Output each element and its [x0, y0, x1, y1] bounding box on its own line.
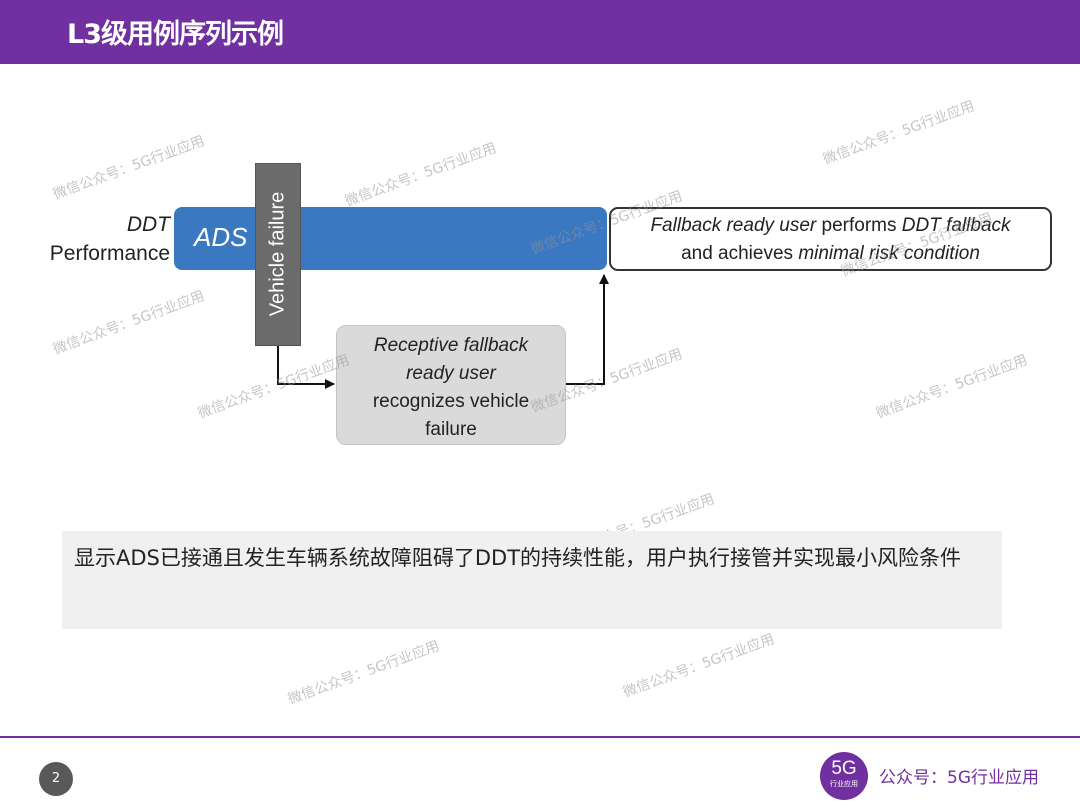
page-number: 2	[39, 762, 73, 796]
watermark: 微信公众号：5G行业应用	[51, 133, 207, 203]
vehicle-failure-label: Vehicle failure	[266, 191, 289, 317]
ads-label: ADS	[194, 222, 248, 252]
fallback-text-part1: Fallback ready user	[650, 215, 817, 236]
fallback-text-part5: minimal risk condition	[798, 243, 980, 264]
receptive-line-1: Receptive fallback	[373, 335, 529, 356]
fallback-line-2: and achieves minimal risk condition	[611, 240, 1050, 268]
receptive-line-2: ready user	[406, 363, 496, 384]
logo-main-text: 5G	[831, 758, 857, 779]
ads-bar	[174, 207, 607, 270]
logo-sub-text: 行业应用	[830, 780, 858, 788]
watermark: 微信公众号：5G行业应用	[343, 140, 499, 210]
arrow-receptive-to-fallback	[566, 274, 609, 385]
fallback-text-part4: and achieves	[681, 243, 799, 264]
receptive-line-3: recognizes vehicle	[372, 391, 530, 412]
vehicle-failure-box	[255, 163, 301, 346]
fallback-text-part3: DDT fallback	[901, 215, 1011, 236]
watermark: 微信公众号：5G行业应用	[874, 352, 1030, 422]
watermark: 微信公众号：5G行业应用	[621, 631, 777, 701]
caption-text: 显示ADS已接通且发生车辆系统故障阻碍了DDT的持续性能，用户执行接管并实现最小…	[74, 546, 962, 570]
fallback-box: Fallback ready user performs DDT fallbac…	[609, 207, 1052, 271]
ddt-label-line1: DDT	[126, 213, 170, 236]
receptive-line-4: failure	[425, 419, 477, 440]
ddt-label-line2: Performance	[49, 242, 170, 265]
header-bar: L3级用例序列示例	[0, 0, 1080, 64]
5g-logo-icon: 5G 行业应用	[820, 752, 868, 800]
footer-divider	[0, 736, 1080, 738]
receptive-fallback-box: Receptive fallback ready user recognizes…	[336, 325, 566, 445]
footer-account-text: 公众号：5G行业应用	[879, 768, 1039, 788]
fallback-line-1: Fallback ready user performs DDT fallbac…	[611, 212, 1050, 240]
watermark: 微信公众号：5G行业应用	[286, 638, 442, 708]
fallback-text-part2: performs	[816, 215, 902, 236]
watermark: 微信公众号：5G行业应用	[51, 288, 207, 358]
page-title: L3级用例序列示例	[67, 19, 284, 50]
caption-box: 显示ADS已接通且发生车辆系统故障阻碍了DDT的持续性能，用户执行接管并实现最小…	[62, 531, 1002, 629]
watermark: 微信公众号：5G行业应用	[196, 352, 352, 422]
watermark: 微信公众号：5G行业应用	[821, 98, 977, 168]
ddt-performance-label: DDT Performance	[30, 210, 170, 268]
